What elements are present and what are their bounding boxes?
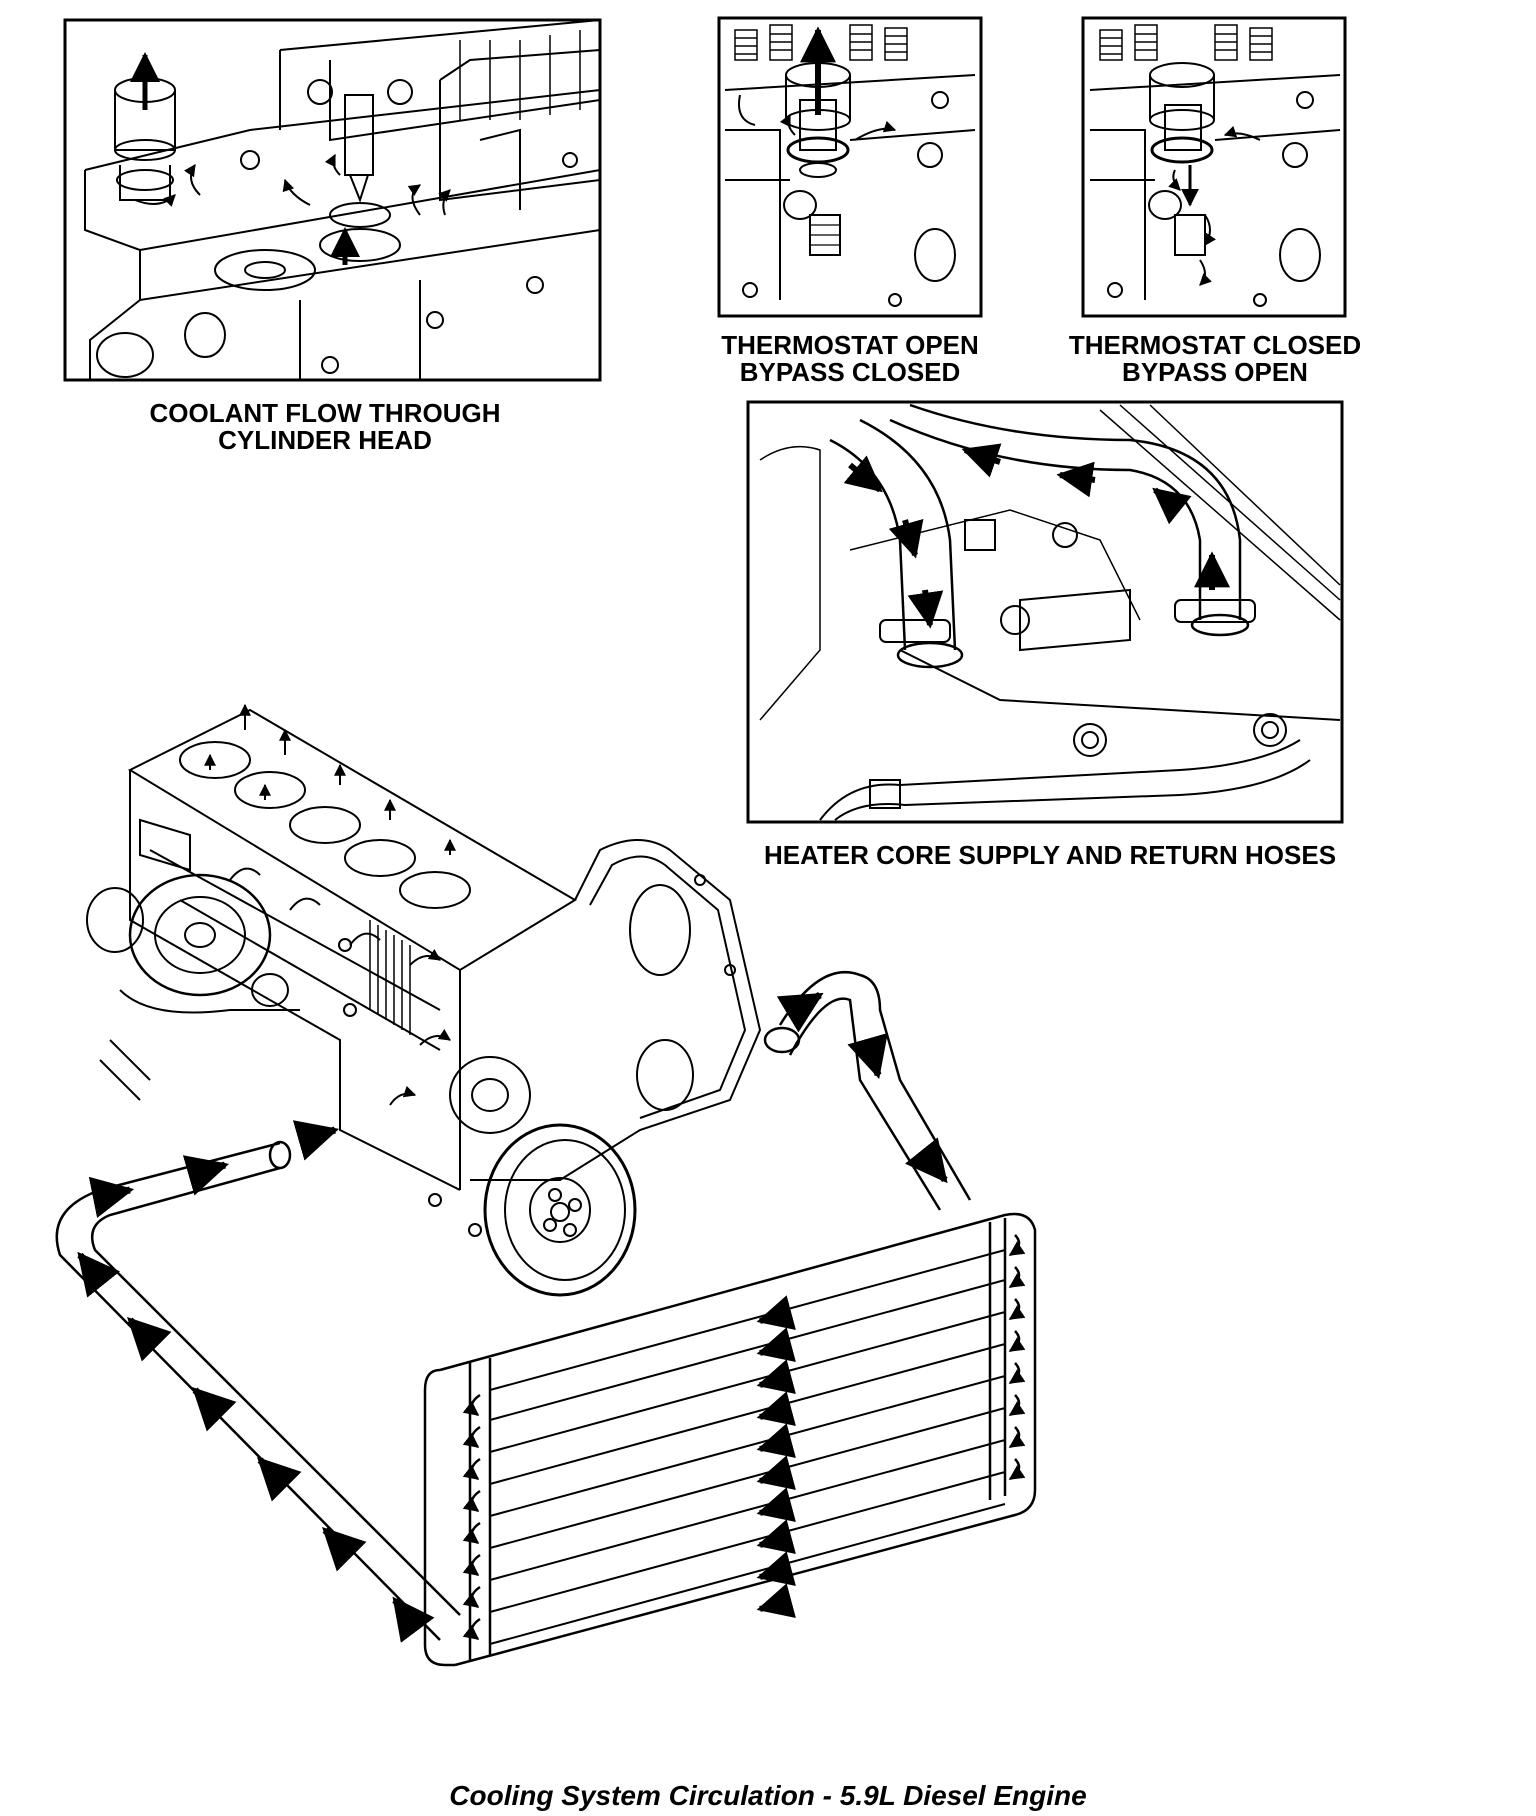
thermostat-open-caption-line-1: THERMOSTAT OPEN — [721, 330, 979, 360]
thermostat-open-caption-line-2: BYPASS CLOSED — [739, 357, 961, 387]
thermostat-open-caption: THERMOSTAT OPEN BYPASS CLOSED — [690, 332, 1010, 386]
heater-core-assembly — [55, 970, 1037, 1667]
thermostat-closed-caption: THERMOSTAT CLOSED BYPASS OPEN — [1040, 332, 1390, 386]
figure-caption: Cooling System Circulation - 5.9L Diesel… — [449, 1780, 1087, 1811]
cylinder-head-caption: COOLANT FLOW THROUGH CYLINDER HEAD — [95, 400, 555, 454]
heater-hoses-panel — [746, 400, 1344, 824]
thermostat-closed-panel — [1081, 16, 1347, 318]
cylinder-head-panel — [63, 18, 602, 382]
thermostat-closed-caption-line-2: BYPASS OPEN — [1122, 357, 1308, 387]
heater-hoses-caption-text: HEATER CORE SUPPLY AND RETURN HOSES — [763, 840, 1337, 870]
thermostat-open-panel — [717, 16, 983, 318]
cylinder-head-caption-line-2: CYLINDER HEAD — [218, 425, 432, 455]
engine-block — [86, 703, 762, 1297]
cylinder-head-caption-line-1: COOLANT FLOW THROUGH — [149, 398, 501, 428]
heater-hoses-caption: HEATER CORE SUPPLY AND RETURN HOSES — [700, 842, 1400, 869]
thermostat-closed-caption-line-1: THERMOSTAT CLOSED — [1068, 330, 1362, 360]
